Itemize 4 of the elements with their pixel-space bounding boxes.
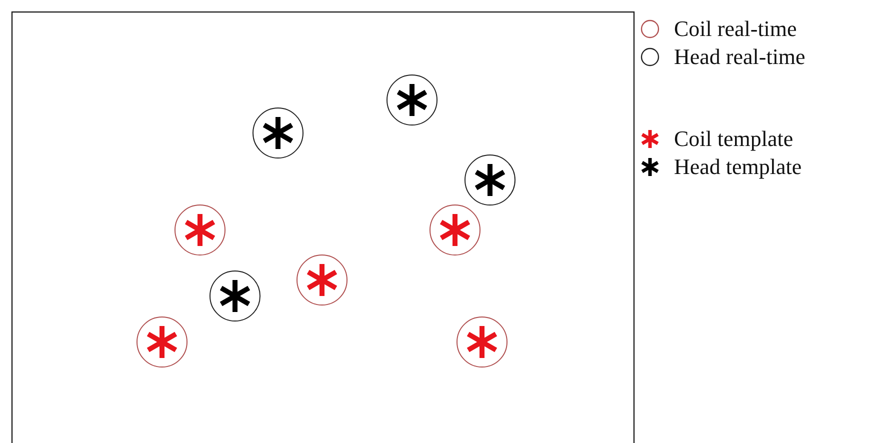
legend-label: Head real-time bbox=[674, 44, 806, 70]
legend-label: Head template bbox=[674, 154, 802, 180]
legend-label: Coil real-time bbox=[674, 16, 797, 42]
legend-label: Coil template bbox=[674, 126, 794, 152]
